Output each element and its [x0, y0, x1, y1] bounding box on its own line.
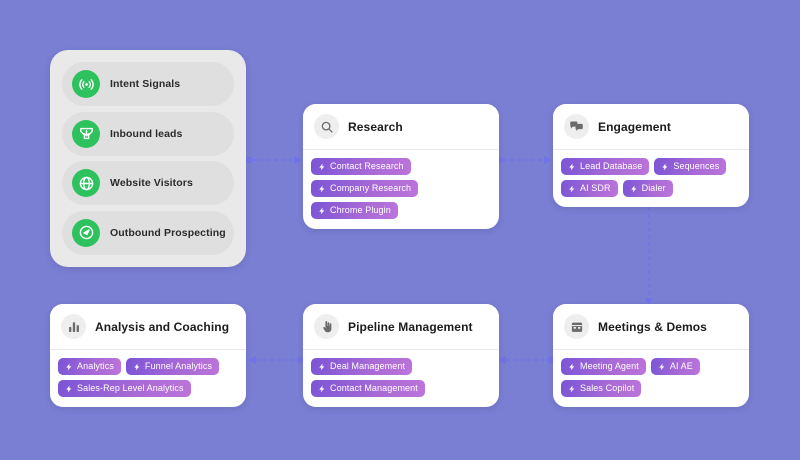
card-research: Research Contact Research Company Resear… — [303, 104, 499, 229]
connector-research-to-engagement — [496, 152, 554, 168]
feature-pill-sequences[interactable]: Sequences — [654, 158, 727, 175]
card-title: Analysis and Coaching — [95, 319, 230, 334]
feature-pill-label: Deal Management — [330, 361, 406, 371]
source-item-label: Outbound Prospecting — [110, 226, 226, 239]
card-research-header: Research — [303, 104, 499, 150]
card-analysis-and-coaching: Analysis and Coaching Analytics Funnel A… — [50, 304, 246, 407]
feature-pill-label: Dialer — [641, 183, 666, 193]
lightning-icon — [66, 363, 72, 370]
feature-pill-dialer[interactable]: Dialer — [622, 180, 673, 197]
lightning-icon — [319, 163, 325, 170]
card-title: Meetings & Demos — [598, 319, 707, 334]
lightning-icon — [659, 363, 665, 370]
card-title: Engagement — [598, 119, 672, 134]
connector-sources-to-research — [246, 152, 304, 168]
source-item-label: Inbound leads — [110, 127, 183, 140]
source-item-inbound-leads[interactable]: Inbound leads — [62, 111, 234, 156]
card-meetings-and-demos: Meetings & Demos Meeting Agent AI AE Sal… — [553, 304, 749, 407]
broadcast-signal-icon — [72, 70, 100, 98]
source-item-label: Intent Signals — [110, 78, 181, 90]
feature-pill-meeting-agent[interactable]: Meeting Agent — [561, 358, 646, 375]
lightning-icon — [319, 385, 325, 392]
lightning-icon — [630, 185, 636, 192]
feature-pill-label: Contact Management — [330, 383, 418, 393]
compass-send-icon — [72, 218, 100, 247]
card-pipeline-body: Deal Management Contact Management — [303, 350, 499, 407]
feature-pill-label: Sales-Rep Level Analytics — [77, 383, 184, 393]
feature-pill-chrome-plugin[interactable]: Chrome Plugin — [311, 202, 398, 219]
source-item-website-visitors[interactable]: Website Visitors — [62, 161, 234, 206]
source-item-intent-signals[interactable]: Intent Signals — [62, 62, 234, 106]
feature-pill-label: AI SDR — [580, 183, 611, 193]
lead-sources-panel: Intent Signals Inbound leads Website Vis… — [50, 50, 246, 267]
chat-bubbles-icon — [564, 114, 589, 139]
feature-pill-ai-ae[interactable]: AI AE — [650, 358, 700, 375]
feature-pill-deal-management[interactable]: Deal Management — [311, 358, 413, 375]
feature-pill-label: Meeting Agent — [580, 361, 639, 371]
card-title: Research — [348, 119, 403, 134]
lightning-icon — [319, 185, 325, 192]
hand-click-icon — [314, 314, 339, 339]
download-funnel-icon — [72, 119, 100, 148]
card-engagement-body: Lead Database Sequences AI SDR Dialer — [553, 150, 749, 207]
card-title: Pipeline Management — [348, 319, 473, 334]
calendar-icon — [564, 314, 589, 339]
feature-pill-company-research[interactable]: Company Research — [311, 180, 419, 197]
feature-pill-label: Analytics — [77, 361, 114, 371]
feature-pill-label: Lead Database — [580, 161, 643, 171]
card-meetings-body: Meeting Agent AI AE Sales Copilot — [553, 350, 749, 407]
card-engagement-header: Engagement — [553, 104, 749, 150]
search-icon — [314, 114, 339, 139]
feature-pill-lead-database[interactable]: Lead Database — [561, 158, 650, 175]
globe-icon — [72, 169, 100, 198]
card-analysis-header: Analysis and Coaching — [50, 304, 246, 350]
feature-pill-label: Sales Copilot — [580, 383, 635, 393]
feature-pill-analytics[interactable]: Analytics — [58, 358, 121, 375]
card-meetings-header: Meetings & Demos — [553, 304, 749, 350]
feature-pill-ai-sdr[interactable]: AI SDR — [561, 180, 618, 197]
feature-pill-label: Sequences — [673, 161, 720, 171]
card-analysis-body: Analytics Funnel Analytics Sales-Rep Lev… — [50, 350, 246, 407]
feature-pill-label: Funnel Analytics — [144, 361, 213, 371]
connector-pipeline-to-analysis — [246, 352, 304, 368]
feature-pill-funnel-analytics[interactable]: Funnel Analytics — [125, 358, 220, 375]
lightning-icon — [662, 163, 668, 170]
feature-pill-label: Contact Research — [330, 161, 404, 171]
feature-pill-sales-copilot[interactable]: Sales Copilot — [561, 380, 642, 397]
connector-meetings-to-pipeline — [496, 352, 554, 368]
feature-pill-label: Company Research — [330, 183, 412, 193]
lightning-icon — [569, 185, 575, 192]
card-pipeline-management: Pipeline Management Deal Management Cont… — [303, 304, 499, 407]
lightning-icon — [66, 385, 72, 392]
lightning-icon — [134, 363, 140, 370]
feature-pill-contact-management[interactable]: Contact Management — [311, 380, 425, 397]
card-engagement: Engagement Lead Database Sequences AI SD… — [553, 104, 749, 207]
card-pipeline-header: Pipeline Management — [303, 304, 499, 350]
lightning-icon — [569, 363, 575, 370]
feature-pill-label: Chrome Plugin — [330, 205, 391, 215]
lightning-icon — [569, 163, 575, 170]
feature-pill-sales-rep-level-analytics[interactable]: Sales-Rep Level Analytics — [58, 380, 191, 397]
source-item-label: Website Visitors — [110, 177, 193, 190]
lightning-icon — [319, 363, 325, 370]
feature-pill-label: AI AE — [669, 361, 693, 371]
feature-pill-contact-research[interactable]: Contact Research — [311, 158, 411, 175]
connector-engagement-to-meetings — [641, 200, 657, 308]
lightning-icon — [569, 385, 575, 392]
lightning-icon — [319, 207, 325, 214]
source-item-outbound-prospecting[interactable]: Outbound Prospecting — [62, 210, 234, 255]
card-research-body: Contact Research Company Research Chrome… — [303, 150, 499, 229]
bar-chart-icon — [61, 314, 86, 339]
